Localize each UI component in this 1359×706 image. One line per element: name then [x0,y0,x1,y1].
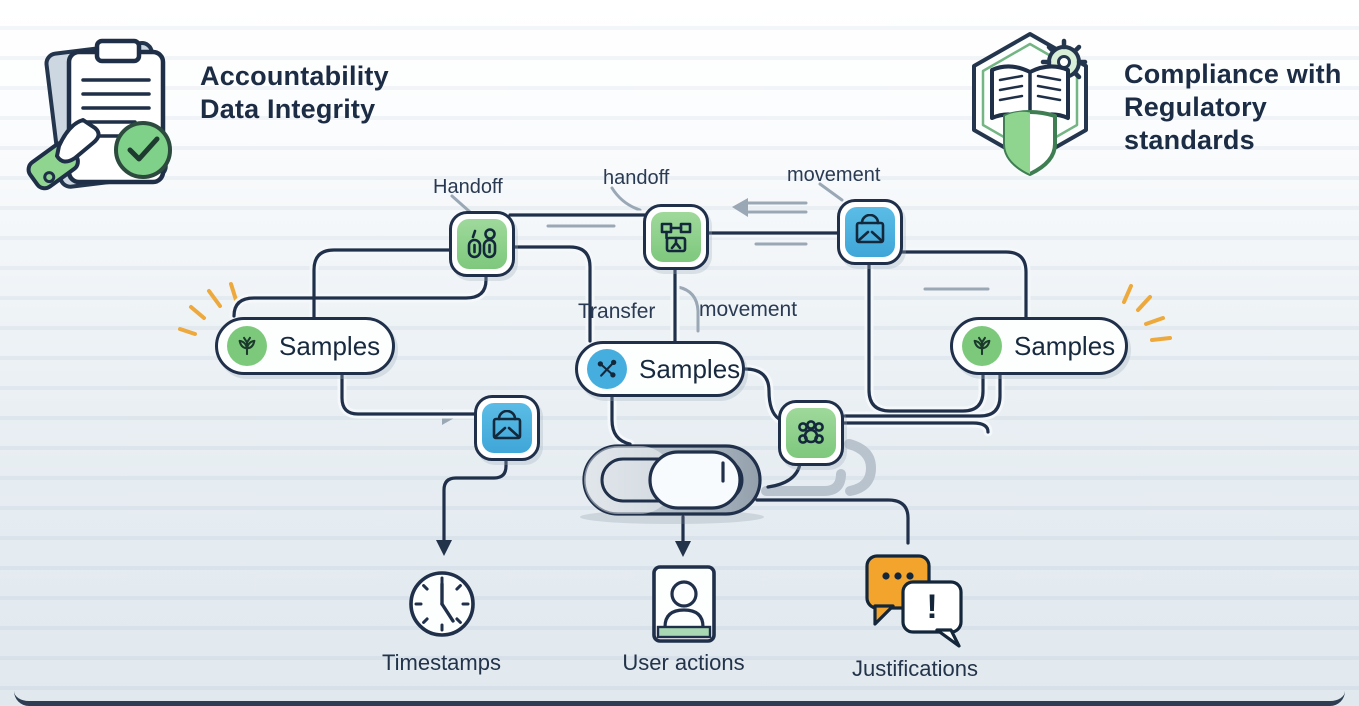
node-photo-bottom [474,395,540,461]
pill-label: Samples [639,353,741,384]
crossed-tools-icon [587,349,627,389]
photo-icon [845,207,895,257]
output-user-actions: User actions [616,564,751,676]
output-justifications: ! Justifications [845,550,985,682]
pill-label: Samples [279,330,381,361]
pill-samples-left: Samples [215,317,395,375]
edge-label-handoff-left: Handoff [433,176,503,198]
clipboard-check-icon [26,38,172,191]
justifications-label: Justifications [852,656,978,681]
node-photo-top [837,199,903,265]
chat-bubbles-icon: ! [865,554,963,648]
pill-samples-center: Samples [575,341,745,397]
toggle-capsule-illustration [580,444,764,524]
gray-arrowhead-left-icon [732,198,748,217]
node-people-handoff [449,211,515,277]
down-arrowhead-user-actions-icon [675,541,691,557]
clock-icon [408,571,475,637]
compliance-shield-book-gear-icon [972,32,1088,176]
badge-compliance [960,28,1100,185]
user-card-icon [651,565,716,643]
timestamps-label: Timestamps [382,650,501,675]
bottom-frame-edge [14,691,1345,706]
accountability-line-1: Accountability [200,61,389,91]
badge-accountability [25,28,185,205]
accountability-title: Accountability Data Integrity [200,60,389,126]
compliance-line-2: Regulatory [1124,92,1268,122]
cluster-dots-icon [786,408,836,458]
node-cluster [778,400,844,466]
down-arrowhead-timestamps-icon [436,540,452,556]
people-handoff-icon [457,219,507,269]
leaf-icon [227,326,267,366]
compliance-line-3: standards [1124,125,1255,155]
edge-label-handoff-center: handoff [603,167,670,189]
output-timestamps: Timestamps [374,566,509,676]
photo-icon [482,403,532,453]
edge-label-movement-mid: movement [699,298,798,321]
gray-arrowhead-right-icon [442,409,456,425]
leaf-icon [962,326,1002,366]
pill-label: Samples [1014,330,1116,361]
pill-samples-right: Samples [950,317,1128,375]
edge-label-transfer: Transfer [578,300,656,323]
exclamation-mark: ! [926,588,937,626]
user-actions-label: User actions [622,650,745,675]
orgchart-icon [651,212,701,262]
compliance-line-1: Compliance with [1124,59,1342,89]
edge-label-movement-top: movement [787,164,881,186]
accountability-line-2: Data Integrity [200,94,376,124]
compliance-title: Compliance with Regulatory standards [1124,58,1342,157]
node-orgchart [643,204,709,270]
